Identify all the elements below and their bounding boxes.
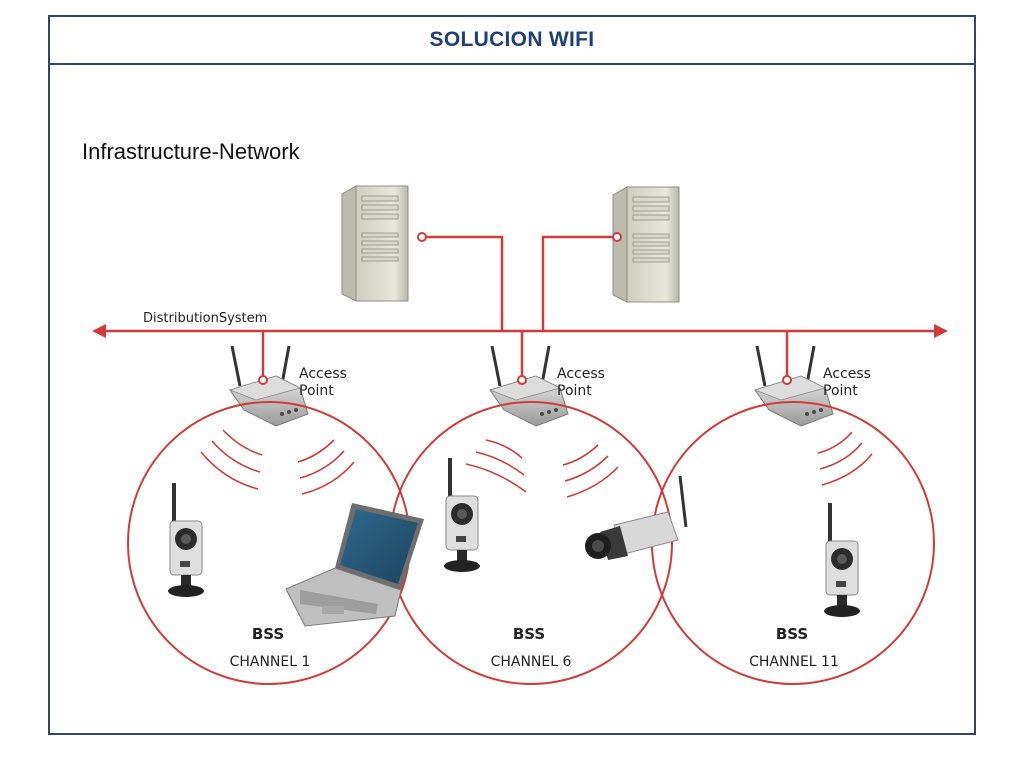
access-point-1-label-line1: Access: [299, 366, 347, 382]
bss-2-label: BSS: [513, 625, 545, 643]
arrow-left-icon: [92, 324, 106, 338]
network-links: [102, 235, 937, 378]
ip-camera-3-icon: [585, 475, 688, 560]
ip-camera-4-icon: [823, 502, 861, 618]
access-point-2-label-line2: Point: [557, 383, 592, 399]
access-point-3-icon: [753, 344, 835, 428]
server-left-icon: [341, 185, 409, 302]
slide-frame: SOLUCION WIFI: [48, 15, 976, 735]
access-point-1-label-line2: Point: [299, 383, 334, 399]
access-point-3-label-line2: Point: [823, 383, 858, 399]
diagram-subtitle: Infrastructure-Network: [82, 139, 300, 164]
bss-3-label: BSS: [776, 625, 808, 643]
slide-title: SOLUCION WIFI: [429, 28, 595, 51]
bss-1-channel: CHANNEL 1: [230, 654, 311, 670]
access-point-2-label-line1: Access: [557, 366, 605, 382]
access-point-3-label-line1: Access: [823, 366, 871, 382]
radio-waves: [200, 429, 873, 498]
server-right-icon: [612, 186, 680, 303]
laptop-icon: [285, 503, 424, 627]
bss-3-channel: CHANNEL 11: [749, 654, 839, 670]
slide-header: SOLUCION WIFI: [50, 17, 974, 65]
access-point-1-icon: [228, 344, 310, 428]
ip-camera-1-icon: [167, 482, 205, 598]
arrow-right-icon: [934, 324, 948, 338]
distribution-system-label: DistributionSystem: [143, 311, 267, 326]
ip-camera-2-icon: [443, 457, 481, 573]
bss-1-label: BSS: [252, 625, 284, 643]
bss-2-channel: CHANNEL 6: [491, 654, 572, 670]
